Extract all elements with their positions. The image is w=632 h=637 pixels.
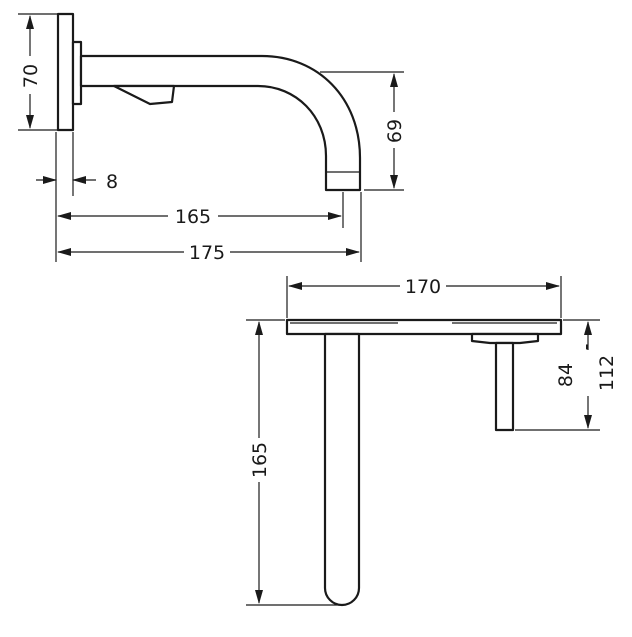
side-view: 70 8 165 175 69	[18, 12, 406, 264]
valve-handle-base	[470, 332, 540, 345]
dim-label-69: 69	[384, 119, 406, 143]
dim-label-175: 175	[189, 242, 225, 264]
dim-label-separator: -	[575, 344, 597, 351]
dim-label-70: 70	[20, 64, 42, 88]
cover-plate	[285, 318, 563, 336]
body-view: 170 165 84 - 112	[246, 276, 618, 607]
spout	[79, 54, 362, 192]
dim-label-170: 170	[405, 276, 441, 298]
dim-label-165: 165	[175, 206, 211, 228]
dim-label-84: 84	[555, 363, 577, 387]
wall-flange	[56, 12, 75, 132]
valve-stem	[494, 341, 515, 432]
spout-underside-wedge	[112, 84, 176, 106]
dim-label-8: 8	[106, 171, 118, 193]
spout-body	[323, 332, 361, 607]
flange-collar	[71, 40, 83, 106]
dim-label-112: 112	[596, 355, 618, 391]
dim-label-165-vertical: 165	[249, 442, 271, 478]
